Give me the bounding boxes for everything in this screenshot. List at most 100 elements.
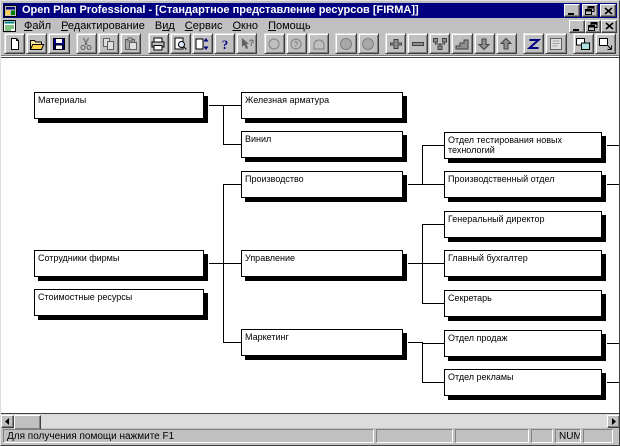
status-pane-1: [376, 429, 453, 443]
connector-line: [223, 184, 241, 185]
menu-item-file[interactable]: Файл: [24, 20, 52, 32]
tree-node-management[interactable]: Управление: [241, 250, 403, 277]
tree-node-new-tech-testing-dept[interactable]: Отдел тестирования новых технологий: [444, 132, 602, 159]
document-icon[interactable]: [3, 20, 17, 33]
close-button[interactable]: [600, 4, 616, 17]
menu-items: Файл Редактирование Вид Сервис Окно Помощь: [19, 19, 569, 33]
connector-line: [422, 342, 423, 383]
connector-line: [422, 145, 444, 146]
tree-node-cost-resources[interactable]: Стоимостные ресурсы: [34, 289, 204, 316]
status-pane-3: [531, 429, 553, 443]
connector-line: [422, 263, 444, 264]
toolbar: ???: [4, 33, 617, 54]
status-bar: Для получения помощи нажмите F1 NUM: [3, 429, 617, 445]
status-help-message: Для получения помощи нажмите F1: [3, 429, 374, 443]
tree-node-chief-accountant[interactable]: Главный бухгалтер: [444, 250, 602, 277]
toolbar-collapse-button[interactable]: [407, 33, 429, 54]
document-restore-button[interactable]: [585, 19, 601, 33]
restore-button[interactable]: [582, 4, 598, 17]
connector-line: [607, 145, 619, 146]
svg-text:?: ?: [221, 37, 228, 51]
connector-line: [607, 343, 619, 344]
status-pane-2: [455, 429, 529, 443]
toolbar-tile-windows-button[interactable]: [572, 33, 594, 54]
connector-line: [422, 303, 444, 304]
connector-line: [408, 263, 422, 264]
toolbar-copy-button: [97, 33, 120, 54]
connector-line: [223, 105, 224, 145]
tree-node-company-staff[interactable]: Сотрудники фирмы: [34, 250, 204, 277]
toolbar-expand-button[interactable]: [384, 33, 407, 54]
connector-line: [408, 184, 422, 185]
svg-text:?: ?: [249, 38, 255, 48]
title-bar: Open Plan Professional - [Стандартное пр…: [3, 3, 617, 18]
toolbar-help-button[interactable]: ?: [214, 33, 236, 54]
connector-line: [422, 343, 444, 344]
tree-node-production-dept[interactable]: Производственный отдел: [444, 171, 602, 198]
toolbar-open-button[interactable]: [26, 33, 48, 54]
status-num-indicator: NUM: [555, 429, 581, 443]
toolbar-node-filled-b-button: [357, 33, 379, 54]
toolbar-steps-button[interactable]: [451, 33, 473, 54]
tree-node-marketing[interactable]: Маркетинг: [241, 329, 403, 356]
tree-node-vinyl[interactable]: Винил: [241, 131, 403, 158]
connector-line: [223, 263, 241, 264]
tree-node-advertising-dept[interactable]: Отдел рекламы: [444, 369, 602, 396]
menu-item-view[interactable]: Вид: [154, 20, 175, 32]
menu-item-edit[interactable]: Редактирование: [61, 20, 145, 32]
connector-line: [223, 105, 241, 106]
toolbar-print-button[interactable]: [147, 33, 169, 54]
toolbar-node-dome-button: [307, 33, 330, 54]
toolbar-zigzag-button[interactable]: [523, 33, 545, 54]
connector-line: [223, 342, 241, 343]
toolbar-divider: [1, 55, 619, 57]
toolbar-node-circle-button: [263, 33, 285, 54]
toolbar-print-preview-button[interactable]: [169, 33, 191, 54]
tree-node-secretary[interactable]: Секретарь: [444, 290, 602, 317]
connector-line: [408, 342, 422, 343]
menu-item-tools[interactable]: Сервис: [184, 20, 223, 32]
toolbar-arrow-up-button[interactable]: [495, 33, 517, 54]
minimize-button[interactable]: [564, 4, 580, 17]
status-pane-4: [583, 429, 613, 443]
connector-line: [422, 224, 423, 304]
toolbar-link-nodes-button[interactable]: [429, 33, 451, 54]
menu-item-help[interactable]: Помощь: [268, 20, 311, 32]
toolbar-save-button[interactable]: [48, 33, 70, 54]
connector-line: [607, 184, 619, 185]
connector-line: [223, 144, 241, 145]
document-close-button[interactable]: [601, 19, 617, 33]
toolbar-notes-button: [545, 33, 567, 54]
connector-line: [209, 105, 223, 106]
document-minimize-button[interactable]: [569, 19, 585, 33]
toolbar-paste-button: [120, 33, 142, 54]
toolbar-node-circle-question-button: ?: [285, 33, 307, 54]
scrollbar-thumb[interactable]: [14, 415, 41, 430]
scroll-right-button[interactable]: [607, 415, 619, 428]
tree-node-general-director[interactable]: Генеральный директор: [444, 211, 602, 238]
svg-text:?: ?: [294, 40, 299, 49]
scroll-left-button[interactable]: [1, 415, 14, 428]
tree-node-production[interactable]: Производство: [241, 171, 403, 198]
toolbar-import-export-button[interactable]: [191, 33, 214, 54]
menu-bar: Файл Редактирование Вид Сервис Окно Помощь: [3, 19, 617, 33]
toolbar-cut-button: [75, 33, 97, 54]
horizontal-scrollbar[interactable]: [1, 413, 619, 430]
toolbar-new-window-button[interactable]: [594, 33, 617, 54]
tree-node-materials[interactable]: Материалы: [34, 92, 204, 119]
connector-line: [422, 382, 444, 383]
toolbar-new-button[interactable]: [4, 33, 26, 54]
app-icon: [4, 4, 18, 17]
connector-line: [422, 184, 444, 185]
menu-item-window[interactable]: Окно: [232, 20, 259, 32]
connector-line: [607, 382, 619, 383]
connector-line: [422, 224, 444, 225]
tree-node-sales-dept[interactable]: Отдел продаж: [444, 330, 602, 357]
toolbar-arrow-down-button[interactable]: [473, 33, 495, 54]
tree-node-iron-fittings[interactable]: Железная арматура: [241, 92, 403, 119]
toolbar-node-filled-a-button: [335, 33, 357, 54]
window-title: Open Plan Professional - [Стандартное пр…: [22, 4, 419, 16]
toolbar-context-help-button: ?: [236, 33, 258, 54]
